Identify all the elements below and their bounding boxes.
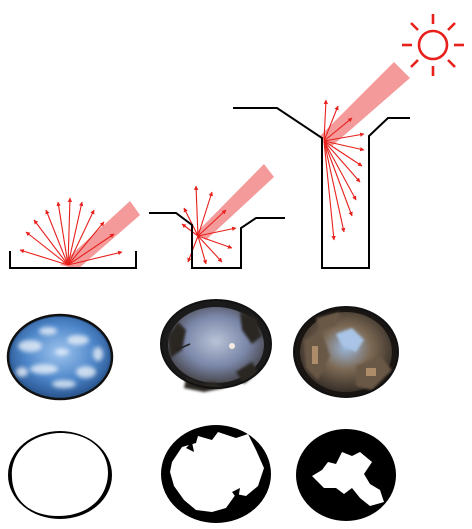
fisheye-photo-deep [294, 307, 398, 397]
sky-mask-open [8, 431, 112, 519]
sky-mask-deep [296, 429, 396, 521]
sky-mask-shallow [161, 425, 271, 523]
scene-open-ground [10, 198, 140, 269]
fisheye-photo-open [8, 315, 112, 399]
sun-icon [402, 14, 464, 76]
incoming-sun-beam [60, 201, 140, 269]
scene-deep-canyon [233, 62, 410, 268]
fisheye-photo-shallow [161, 300, 271, 392]
scene-shallow-canyon [149, 164, 285, 268]
